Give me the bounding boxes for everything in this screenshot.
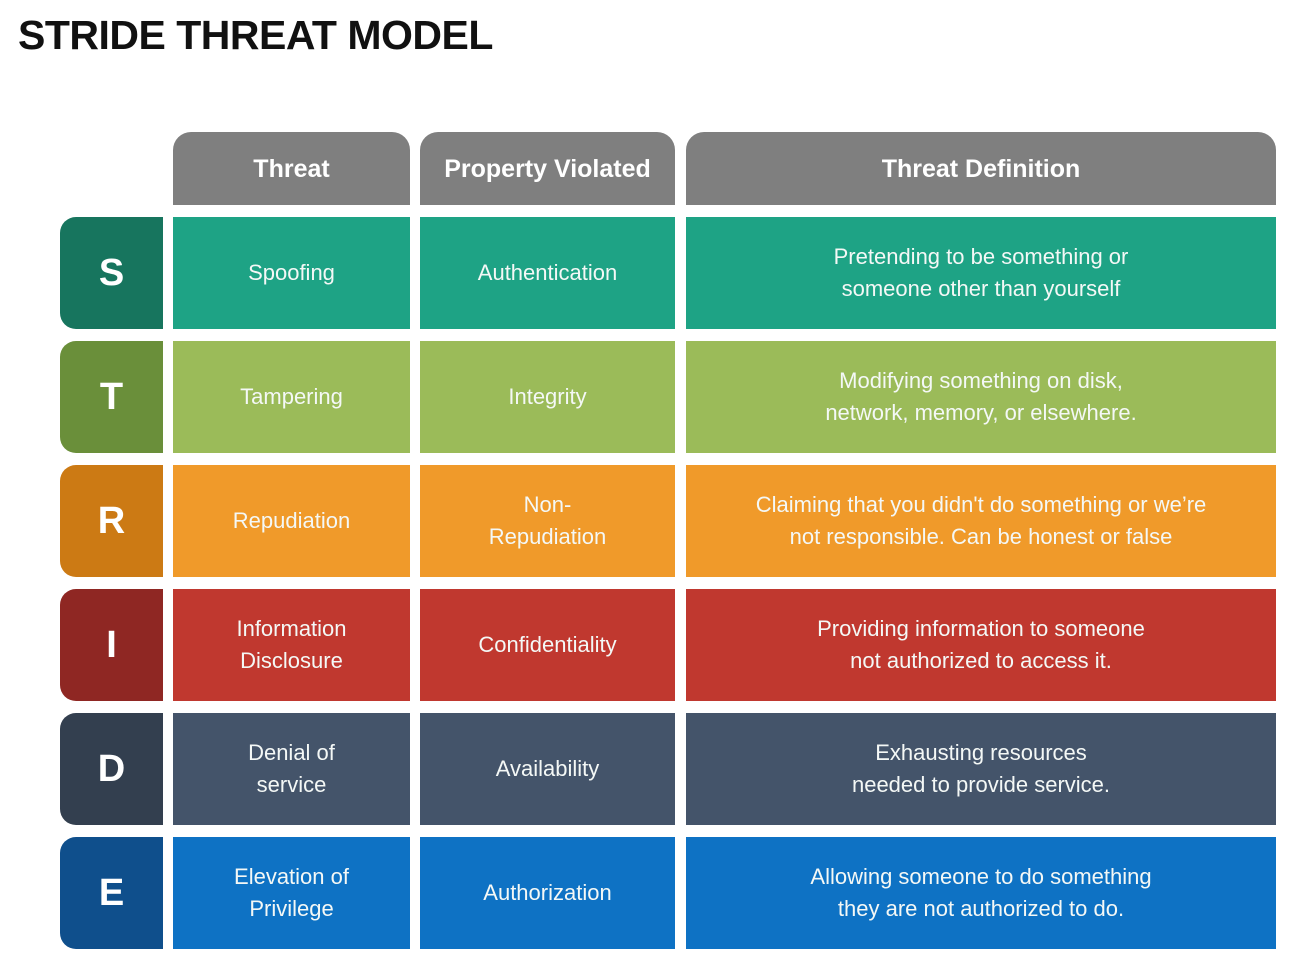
- threat-cell: Repudiation: [173, 465, 410, 577]
- definition-cell: Exhausting resources needed to provide s…: [686, 713, 1276, 825]
- property-cell: Authentication: [420, 217, 675, 329]
- definition-cell: Modifying something on disk, network, me…: [686, 341, 1276, 453]
- row-letter: E: [60, 837, 163, 949]
- header-property-violated: Property Violated: [420, 132, 675, 205]
- row-letter: I: [60, 589, 163, 701]
- definition-cell: Pretending to be something or someone ot…: [686, 217, 1276, 329]
- page-title: STRIDE THREAT MODEL: [18, 12, 493, 58]
- threat-cell: Spoofing: [173, 217, 410, 329]
- header-threat-definition: Threat Definition: [686, 132, 1276, 205]
- property-cell: Integrity: [420, 341, 675, 453]
- threat-cell: Tampering: [173, 341, 410, 453]
- property-cell: Confidentiality: [420, 589, 675, 701]
- property-cell: Availability: [420, 713, 675, 825]
- definition-cell: Claiming that you didn't do something or…: [686, 465, 1276, 577]
- row-letter: D: [60, 713, 163, 825]
- row-letter: S: [60, 217, 163, 329]
- row-letter: R: [60, 465, 163, 577]
- row-letter: T: [60, 341, 163, 453]
- threat-cell: Denial of service: [173, 713, 410, 825]
- threat-cell: Information Disclosure: [173, 589, 410, 701]
- header-threat: Threat: [173, 132, 410, 205]
- property-cell: Non- Repudiation: [420, 465, 675, 577]
- definition-cell: Providing information to someone not aut…: [686, 589, 1276, 701]
- definition-cell: Allowing someone to do something they ar…: [686, 837, 1276, 949]
- property-cell: Authorization: [420, 837, 675, 949]
- threat-cell: Elevation of Privilege: [173, 837, 410, 949]
